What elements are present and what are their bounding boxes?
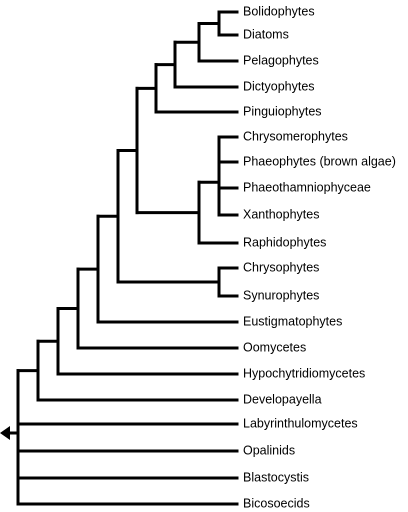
taxon-label-xanthophytes: Xanthophytes bbox=[243, 207, 319, 221]
taxon-label-dictyophytes: Dictyophytes bbox=[243, 79, 315, 93]
taxon-label-phaeothamniophyceae: Phaeothamniophyceae bbox=[243, 180, 371, 194]
taxon-label-raphidophytes: Raphidophytes bbox=[243, 235, 326, 249]
taxon-label-hypochytridiomycetes: Hypochytridiomycetes bbox=[243, 366, 365, 380]
taxon-label-developayella: Developayella bbox=[243, 392, 322, 406]
taxon-label-pinguiophytes: Pinguiophytes bbox=[243, 104, 322, 118]
taxon-label-pelagophytes: Pelagophytes bbox=[243, 53, 319, 67]
taxon-label-phaeophytes: Phaeophytes (brown algae) bbox=[243, 154, 396, 168]
root-arrow-icon bbox=[0, 426, 10, 440]
taxon-label-bicosoecids: Bicosoecids bbox=[243, 496, 310, 510]
taxon-label-chrysophytes: Chrysophytes bbox=[243, 260, 319, 274]
taxon-labels: Bolidophytes Diatoms Pelagophytes Dictyo… bbox=[243, 4, 396, 510]
taxon-label-chrysomerophytes: Chrysomerophytes bbox=[243, 129, 348, 143]
taxon-label-diatoms: Diatoms bbox=[243, 27, 289, 41]
taxon-label-oomycetes: Oomycetes bbox=[243, 340, 306, 354]
taxon-label-opalinids: Opalinids bbox=[243, 443, 295, 457]
tree-branches bbox=[6, 10, 239, 506]
taxon-label-eustigmatophytes: Eustigmatophytes bbox=[243, 314, 342, 328]
taxon-label-labyrinthulomycetes: Labyrinthulomycetes bbox=[243, 416, 358, 430]
taxon-label-synurophytes: Synurophytes bbox=[243, 288, 319, 302]
taxon-label-blastocystis: Blastocystis bbox=[243, 470, 309, 484]
taxon-label-bolidophytes: Bolidophytes bbox=[243, 4, 315, 18]
